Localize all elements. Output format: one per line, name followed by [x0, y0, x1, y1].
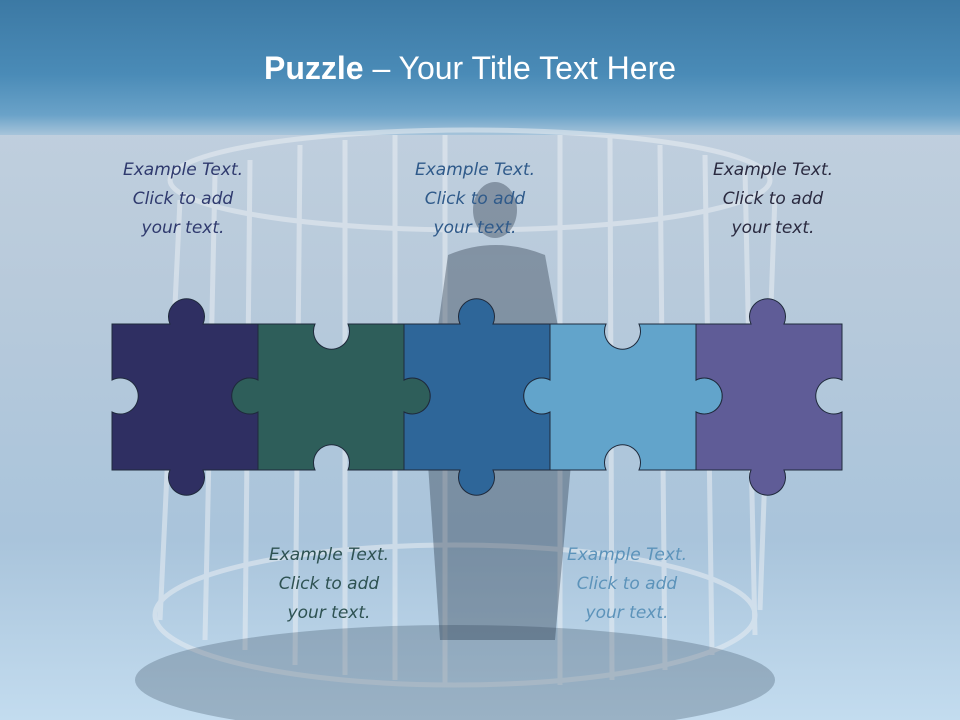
slide-title[interactable]: Puzzle – Your Title Text Here — [0, 50, 940, 87]
caption-2[interactable]: Example Text. Click to add your text. — [244, 541, 414, 628]
caption-2-line-2: Click to add — [278, 574, 380, 594]
caption-2-line-1: Example Text. — [268, 545, 390, 565]
caption-5[interactable]: Example Text. Click to add your text. — [688, 156, 858, 243]
caption-4-line-1: Example Text. — [566, 545, 688, 565]
puzzle-piece-light-blue[interactable] — [523, 323, 723, 471]
title-bold: Puzzle — [263, 50, 364, 86]
caption-4-line-2: Click to add — [576, 574, 678, 594]
caption-1-line-2: Click to add — [132, 189, 234, 209]
caption-3[interactable]: Example Text. Click to add your text. — [390, 156, 560, 243]
caption-4-line-3: your text. — [585, 603, 669, 623]
caption-1[interactable]: Example Text. Click to add your text. — [98, 156, 268, 243]
caption-1-line-3: your text. — [141, 218, 225, 238]
caption-3-line-2: Click to add — [424, 189, 526, 209]
title-rest: – Your Title Text Here — [363, 50, 677, 86]
caption-5-line-2: Click to add — [722, 189, 824, 209]
caption-5-line-3: your text. — [731, 218, 815, 238]
caption-5-line-1: Example Text. — [712, 160, 834, 180]
puzzle-piece-teal[interactable] — [231, 323, 431, 471]
puzzle-piece-purple[interactable] — [695, 298, 843, 496]
caption-4[interactable]: Example Text. Click to add your text. — [542, 541, 712, 628]
header-band — [0, 0, 960, 135]
caption-3-line-3: your text. — [433, 218, 517, 238]
caption-1-line-1: Example Text. — [122, 160, 244, 180]
caption-2-line-3: your text. — [287, 603, 371, 623]
caption-3-line-1: Example Text. — [414, 160, 536, 180]
